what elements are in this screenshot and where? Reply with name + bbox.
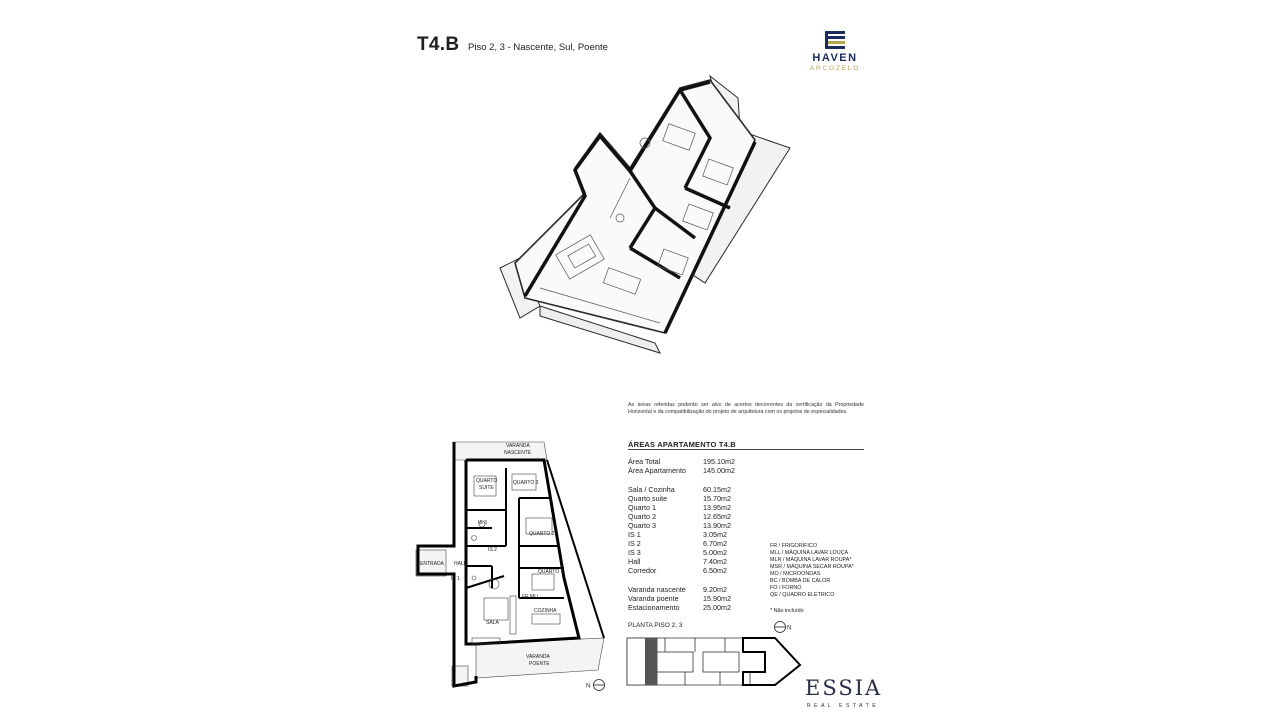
essia-tagline: REAL ESTATE <box>806 703 880 709</box>
area-row: Quarto 2 12.65m2 <box>628 512 731 522</box>
area-label: Varanda nascente <box>628 585 686 594</box>
legend-item: QE / QUADRO ELÉTRICO <box>770 592 835 598</box>
area-row: IS 3 5.00m2 <box>628 548 727 558</box>
room-label: QUARTO 1 <box>538 569 564 575</box>
legend-item: FO / FORNO <box>770 585 802 591</box>
legend-item: MSR / MÁQUINA SECAR ROUPA* <box>770 564 854 570</box>
area-value: 195.10m2 <box>703 457 735 466</box>
essia-logo: ESSIA REAL ESTATE <box>805 676 881 712</box>
area-label: Área Total <box>628 457 661 466</box>
area-value: 60.15m2 <box>703 485 731 494</box>
disclaimer-text: As áreas referidas poderão ser alvo de a… <box>628 402 864 416</box>
room-label: ENTRADA <box>420 561 445 567</box>
area-row: Área Total 195.10m2 <box>628 457 735 467</box>
area-value: 15.70m2 <box>703 494 731 503</box>
room-label: QUARTO 3 <box>513 480 539 486</box>
area-label: Corredor <box>628 566 657 575</box>
area-row: Corredor 6.50m2 <box>628 566 727 576</box>
area-value: 15.90m2 <box>703 594 731 603</box>
area-label: Quarto suite <box>628 494 668 503</box>
room-label: COZINHA <box>534 608 557 614</box>
room-label: QUARTO <box>476 478 497 484</box>
area-label: IS 1 <box>628 530 641 539</box>
area-value: 13.90m2 <box>703 521 731 530</box>
area-label: Quarto 3 <box>628 521 656 530</box>
area-row: Sala / Cozinha 60.15m2 <box>628 485 731 495</box>
plan-label: PLANTA PISO 2, 3 <box>628 622 683 629</box>
area-row: IS 2 6.70m2 <box>628 539 727 549</box>
unit-code: T4.B <box>417 34 460 55</box>
area-row: Varanda nascente 9.20m2 <box>628 585 727 595</box>
area-value: 12.65m2 <box>703 512 731 521</box>
area-value: 6.70m2 <box>703 539 727 548</box>
area-value: 13.95m2 <box>703 503 731 512</box>
room-label: IS 3 <box>478 520 487 526</box>
area-label: Área Apartamento <box>628 466 686 475</box>
room-label: FR MLL <box>522 594 540 600</box>
haven-logo-icon <box>825 31 845 49</box>
area-value: 9.20m2 <box>703 585 727 594</box>
area-row: Hall 7.40m2 <box>628 557 727 567</box>
unit-subtitle: Piso 2, 3 - Nascente, Sul, Poente <box>468 42 608 53</box>
areas-title: ÁREAS APARTAMENTO T4.B <box>628 440 736 449</box>
building-key-plan <box>626 637 802 686</box>
room-label: SUITE <box>479 485 494 491</box>
area-label: IS 3 <box>628 548 641 557</box>
area-row: Quarto suite 15.70m2 <box>628 494 731 504</box>
room-label: QUARTO 2 <box>529 531 555 537</box>
haven-logo: HAVEN ARCOZELO <box>800 30 870 80</box>
room-label: VARANDA <box>506 443 530 449</box>
area-value: 25.00m2 <box>703 603 731 612</box>
compass-north-label: N <box>787 626 791 632</box>
area-value: 145.00m2 <box>703 466 735 475</box>
floorplan-2d: VARANDA NASCENTE QUARTO SUITE QUARTO 3 I… <box>415 441 605 688</box>
not-included-note: * Não incluído <box>770 608 804 614</box>
compass-icon: N <box>586 679 605 691</box>
room-label: IS 1 <box>451 576 460 582</box>
area-value: 3.05m2 <box>703 530 727 539</box>
area-row: Estacionamento 25.00m2 <box>628 603 731 613</box>
area-label: Quarto 1 <box>628 503 656 512</box>
room-label: SALA <box>486 620 499 626</box>
essia-wordmark: ESSIA <box>805 676 883 700</box>
legend-item: BC / BOMBA DE CALOR <box>770 578 831 584</box>
area-label: Sala / Cozinha <box>628 485 675 494</box>
room-label: IS 2 <box>488 547 497 553</box>
legend-item: MLR / MÁQUINA LAVAR ROUPA* <box>770 557 852 563</box>
legend-item: MO / MICROONDAS <box>770 571 821 577</box>
area-row: Quarto 1 13.95m2 <box>628 503 731 513</box>
compass-north-label: N <box>586 684 590 690</box>
room-label: NASCENTE <box>504 450 532 456</box>
area-row: Área Apartamento 145.00m2 <box>628 466 735 476</box>
area-value: 7.40m2 <box>703 557 727 566</box>
area-row: Quarto 3 13.90m2 <box>628 521 731 531</box>
area-value: 5.00m2 <box>703 548 727 557</box>
areas-divider <box>628 449 864 450</box>
area-value: 6.50m2 <box>703 566 727 575</box>
room-label: VARANDA <box>526 654 550 660</box>
area-label: IS 2 <box>628 539 641 548</box>
area-label: Varanda poente <box>628 594 679 603</box>
compass-icon: N <box>774 621 791 633</box>
area-label: Quarto 2 <box>628 512 656 521</box>
area-label: Hall <box>628 557 641 566</box>
area-label: Estacionamento <box>628 603 680 612</box>
area-row: Varanda poente 15.90m2 <box>628 594 731 604</box>
legend-item: FR / FRIGORÍFICO <box>770 543 818 549</box>
haven-wordmark: HAVEN <box>812 52 858 64</box>
legend-item: MLL / MÁQUINA LAVAR LOUÇA <box>770 550 849 556</box>
room-label: HALL <box>454 561 467 567</box>
haven-location: ARCOZELO <box>809 65 861 72</box>
room-label: POENTE <box>529 661 550 667</box>
area-row: IS 1 3.05m2 <box>628 530 727 540</box>
isometric-floorplan-render <box>499 74 791 354</box>
